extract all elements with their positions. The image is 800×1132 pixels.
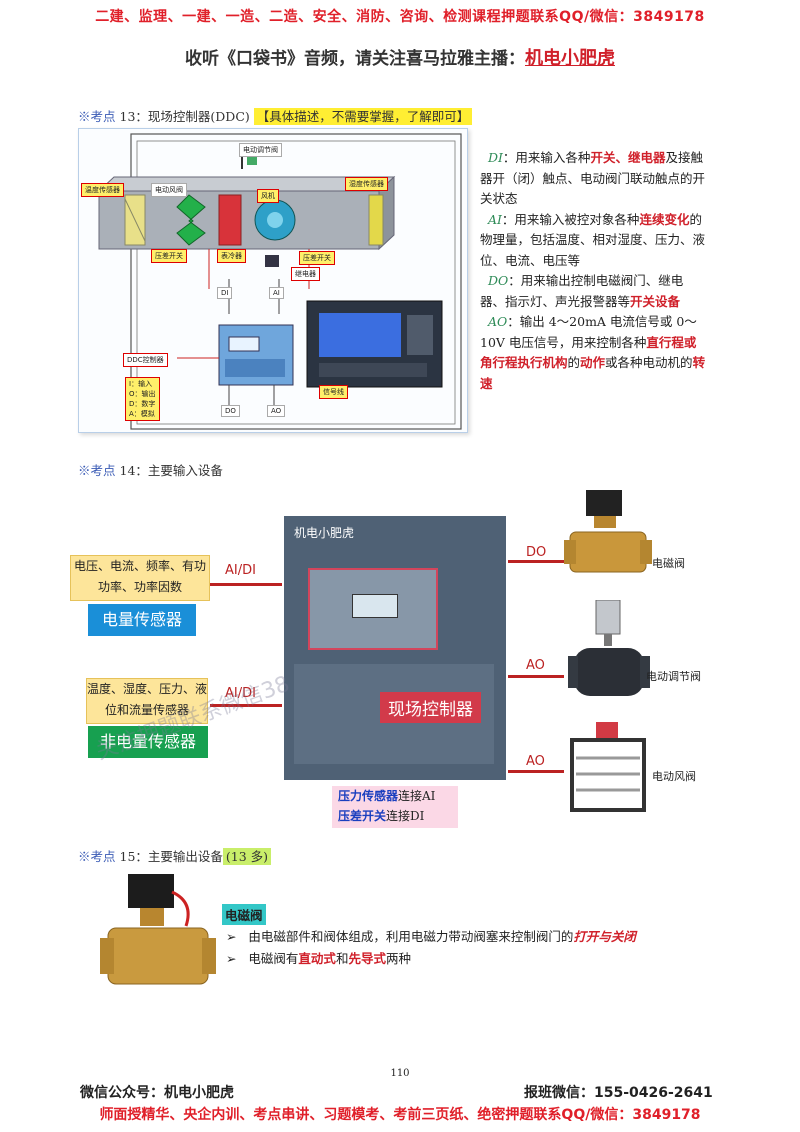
label-di: DI <box>217 287 233 299</box>
section-title: 15：主要输出设备 <box>115 849 223 864</box>
label-relay: 继电器 <box>291 267 320 281</box>
label-humidity-sensor: 湿度传感器 <box>345 177 388 191</box>
desc-ai: AI：用来输入被控对象各种连续变化的物理量，包括温度、相对湿度、压力、液位、电流… <box>480 211 706 268</box>
section-14-heading: ※考点 14：主要输入设备 <box>78 460 223 479</box>
io-descriptions: DI：用来输入各种开关、继电器及接触器开（闭）触点、电动阀门联动触点的开关状态 … <box>480 148 708 394</box>
label-pressure-switch-left: 压差开关 <box>151 249 187 263</box>
controller-unit <box>308 568 438 650</box>
note-line-2: 压差开关连接DI <box>338 809 425 823</box>
legend-item: A：模拟 <box>129 410 155 418</box>
point15-heading: 电磁阀 <box>222 904 266 925</box>
section-15-heading: ※考点 15：主要输出设备(13 多) <box>78 846 272 865</box>
desc-di: DI：用来输入各种开关、继电器及接触器开（闭）触点、电动阀门联动触点的开关状态 <box>480 150 706 206</box>
label-air-valve: 电动风阀 <box>151 183 187 197</box>
section-13-heading: ※考点 13：现场控制器(DDC) 【具体描述，不需要掌握，了解即可】 <box>78 106 473 125</box>
legend-item: D：数字 <box>129 400 156 408</box>
arrow-out-ao1 <box>508 675 564 678</box>
controller-display <box>352 594 398 618</box>
arrow-out-do <box>508 560 564 563</box>
photo-caption: 机电小肥虎 <box>294 526 355 540</box>
electrical-inputs: 电压、电流、频率、有功功率、功率因数 <box>70 555 210 601</box>
label-do: DO <box>221 405 240 417</box>
non-electrical-inputs: 温度、湿度、压力、液位和流量传感器 <box>86 678 208 724</box>
section-mark: ※考点 <box>78 463 116 478</box>
note-line-1: 压力传感器连接AI <box>338 789 436 803</box>
top-banner: 二建、监理、一建、一造、二造、安全、消防、咨询、检测课程押题联系QQ/微信：38… <box>95 9 705 25</box>
bullet-2: ➢ 电磁阀有直动式和先导式两种 <box>226 951 411 966</box>
tag-ai-di-1: AI/DI <box>225 563 256 578</box>
tag-ao-2: AO <box>526 754 545 769</box>
output-motor-valve: 电动调节阀 <box>646 670 701 683</box>
legend-item: I：输入 <box>129 380 153 388</box>
desc-do: DO：用来输出控制电磁阀门、继电器、指示灯、声光报警器等开关设备 <box>480 273 684 309</box>
label-temp-sensor: 温度传感器 <box>81 183 124 197</box>
motor-control-valve-icon <box>568 600 650 696</box>
footer-left: 微信公众号：机电小肥虎 <box>80 1085 234 1101</box>
controller-photo: 机电小肥虎 现场控制器 <box>284 516 506 780</box>
subtitle: 收听《口袋书》音频，请关注喜马拉雅主播：机电小肥虎 <box>0 44 800 70</box>
desc-ao: AO：输出 4～20mA 电流信号或 0～10V 电压信号，用来控制各种直行程或… <box>480 314 706 391</box>
label-ai: AI <box>269 287 284 299</box>
label-pressure-switch-right: 压差开关 <box>299 251 335 265</box>
section-title: 14：主要输入设备 <box>115 463 223 478</box>
solenoid-valve-photo-icon <box>100 874 216 985</box>
non-electrical-sensor-label: 非电量传感器 <box>88 726 208 758</box>
point15-bullets: ➢ 由电磁部件和阀体组成，利用电磁力带动阀塞来控制阀门的打开与关闭 ➢ 电磁阀有… <box>226 926 636 970</box>
legend: I：输入 O：输出 D：数字 A：模拟 <box>125 377 160 421</box>
arrow-in-1 <box>210 583 282 586</box>
air-damper-icon <box>570 722 646 812</box>
output-solenoid-valve: 电磁阀 <box>652 557 685 570</box>
label-ao: AO <box>267 405 286 417</box>
tag-do: DO <box>526 545 547 560</box>
label-signal-line: 信号线 <box>319 385 348 399</box>
solenoid-valve-icon <box>564 490 652 573</box>
label-ddc: DDC控制器 <box>123 353 168 367</box>
host-name: 机电小肥虎 <box>525 48 615 69</box>
output-air-damper: 电动风阀 <box>652 770 696 783</box>
section-note: 【具体描述，不需要掌握，了解即可】 <box>253 108 473 125</box>
tag-ai-di-2: AI/DI <box>225 686 256 701</box>
section-note: (13 多) <box>222 848 272 865</box>
label-fan: 风机 <box>257 189 279 203</box>
bottom-banner: 师面授精华、央企内训、考点串讲、习题模考、考前三页纸、绝密押题联系QQ/微信：3… <box>99 1107 701 1123</box>
connection-note: 压力传感器连接AI 压差开关连接DI <box>332 786 458 828</box>
ddc-diagram: 温度传感器 电动风阀 电动调节阀 风机 湿度传感器 压差开关 表冷器 压差开关 … <box>78 128 468 433</box>
subtitle-prefix: 收听《口袋书》音频，请关注喜马拉雅主播： <box>185 49 525 69</box>
controller-label: 现场控制器 <box>380 692 481 723</box>
electrical-sensor-label: 电量传感器 <box>88 604 196 636</box>
page-number: 110 <box>390 1068 410 1079</box>
section-title: 13：现场控制器(DDC) <box>115 109 250 124</box>
section-mark: ※考点 <box>78 849 116 864</box>
label-motor-valve: 电动调节阀 <box>239 143 282 157</box>
section-mark: ※考点 <box>78 109 116 124</box>
footer-right: 报班微信：155-0426-2641 <box>524 1085 713 1101</box>
arrow-out-ao2 <box>508 770 564 773</box>
label-cooler: 表冷器 <box>217 249 246 263</box>
legend-item: O：输出 <box>129 390 156 398</box>
arrow-in-2 <box>210 704 282 707</box>
bullet-1: ➢ 由电磁部件和阀体组成，利用电磁力带动阀塞来控制阀门的打开与关闭 <box>226 929 636 944</box>
tag-ao-1: AO <box>526 658 545 673</box>
